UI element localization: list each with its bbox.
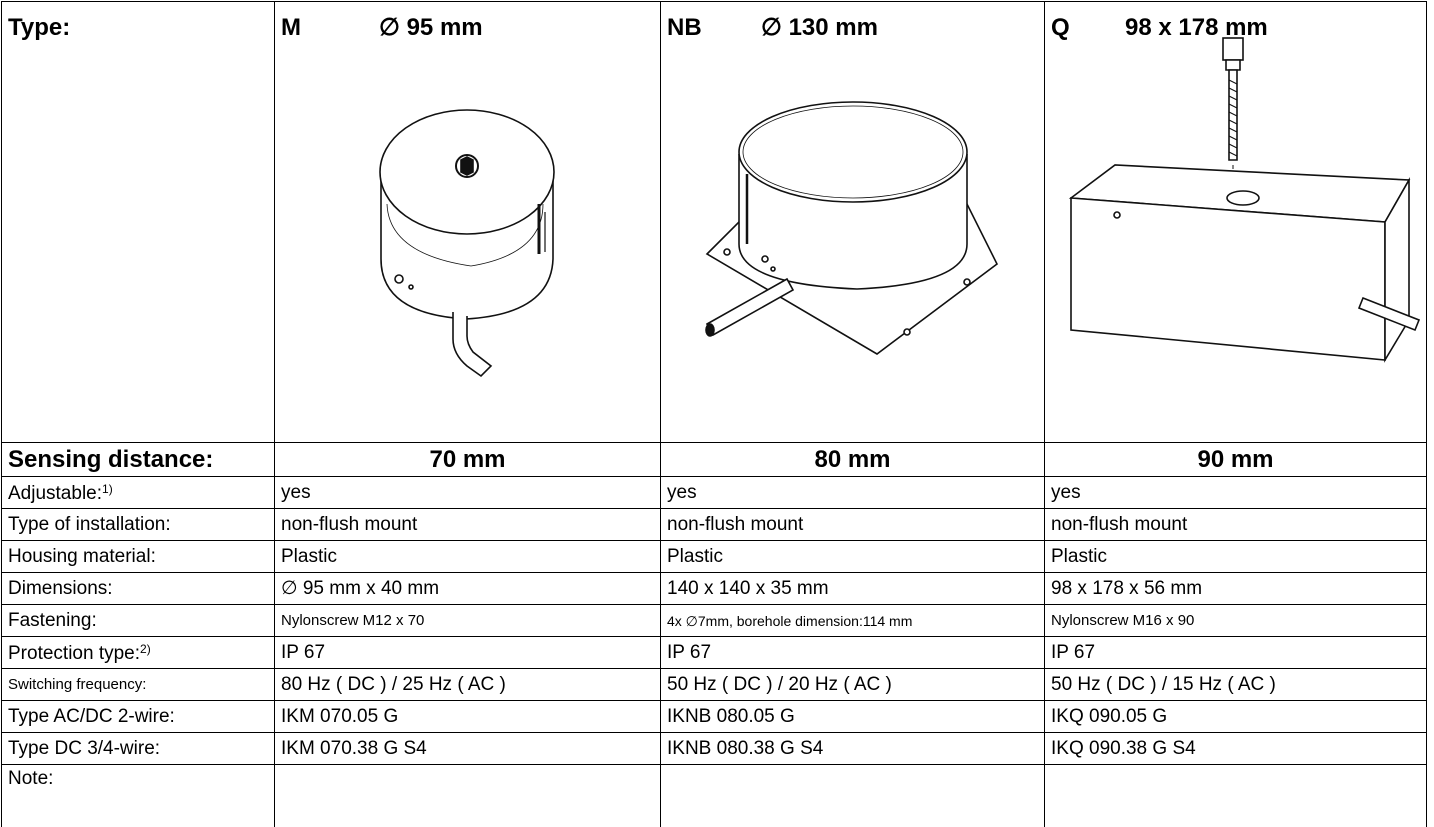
sensing-label: Sensing distance: (2, 443, 275, 477)
spec-row-type-dc: Type DC 3/4-wire: IKM 070.38 G S4 IKNB 0… (2, 733, 1427, 765)
type-dim: ∅ 95 mm (379, 16, 483, 40)
type-nb-cell: NB ∅ 130 mm (661, 2, 1045, 443)
spec-value: IKQ 090.05 G (1045, 701, 1427, 733)
type-label: Type: (8, 16, 70, 40)
type-dim: ∅ 130 mm (761, 16, 878, 40)
type-label-cell: Type: (2, 2, 275, 443)
spec-value: IKM 070.05 G (275, 701, 661, 733)
spec-value: Nylonscrew M12 x 70 (275, 605, 661, 637)
type-q-cell: Q 98 x 178 mm (1045, 2, 1427, 443)
spec-value: 50 Hz ( DC ) / 20 Hz ( AC ) (661, 669, 1045, 701)
spec-value: IP 67 (275, 637, 661, 669)
spec-value: IP 67 (1045, 637, 1427, 669)
round-sensor-m-icon (281, 54, 653, 394)
spec-value: 98 x 178 x 56 mm (1045, 573, 1427, 605)
spec-label: Type of installation: (2, 509, 275, 541)
type-code: M (281, 16, 361, 40)
spec-value: yes (1045, 477, 1427, 509)
type-m-cell: M ∅ 95 mm (275, 2, 661, 443)
spec-value: IKM 070.38 G S4 (275, 733, 661, 765)
spec-value: non-flush mount (1045, 509, 1427, 541)
type-dim: 98 x 178 mm (1125, 16, 1268, 40)
spec-value: Plastic (275, 541, 661, 573)
spec-value: yes (275, 477, 661, 509)
spec-value: non-flush mount (661, 509, 1045, 541)
round-flange-sensor-nb-icon (667, 54, 1039, 394)
sensing-distance-row: Sensing distance: 70 mm 80 mm 90 mm (2, 443, 1427, 477)
type-code: NB (667, 16, 747, 40)
spec-label: Type DC 3/4-wire: (2, 733, 275, 765)
sensing-value-q: 90 mm (1045, 443, 1427, 477)
spec-value: Plastic (1045, 541, 1427, 573)
spec-row-type-acdc: Type AC/DC 2-wire: IKM 070.05 G IKNB 080… (2, 701, 1427, 733)
spec-value: IKQ 090.38 G S4 (1045, 733, 1427, 765)
spec-label: Fastening: (2, 605, 275, 637)
spec-row-adjustable: Adjustable:1) yes yes yes (2, 477, 1427, 509)
sensing-value-m: 70 mm (275, 443, 661, 477)
spec-value: 4x ∅7mm, borehole dimension:114 mm (661, 605, 1045, 637)
spec-row-fastening: Fastening: Nylonscrew M12 x 70 4x ∅7mm, … (2, 605, 1427, 637)
note-cell (275, 765, 661, 827)
spec-label: Protection type:2) (2, 637, 275, 669)
spec-label: Dimensions: (2, 573, 275, 605)
note-cell (1045, 765, 1427, 827)
spec-label: Housing material: (2, 541, 275, 573)
spec-value: IKNB 080.38 G S4 (661, 733, 1045, 765)
spec-value: ∅ 95 mm x 40 mm (275, 573, 661, 605)
note-row: Note: (2, 765, 1427, 827)
spec-value: IP 67 (661, 637, 1045, 669)
type-row: Type: M ∅ 95 mm (2, 2, 1427, 443)
note-cell (661, 765, 1045, 827)
spec-value: Nylonscrew M16 x 90 (1045, 605, 1427, 637)
type-code: Q (1051, 16, 1111, 40)
spec-row-installation: Type of installation: non-flush mount no… (2, 509, 1427, 541)
rectangular-sensor-q-icon (1051, 30, 1421, 380)
spec-label: Adjustable:1) (2, 477, 275, 509)
note-label: Note: (2, 765, 275, 827)
spec-value: 80 Hz ( DC ) / 25 Hz ( AC ) (275, 669, 661, 701)
spec-label: Type AC/DC 2-wire: (2, 701, 275, 733)
spec-row-dimensions: Dimensions: ∅ 95 mm x 40 mm 140 x 140 x … (2, 573, 1427, 605)
spec-value: 140 x 140 x 35 mm (661, 573, 1045, 605)
spec-value: Plastic (661, 541, 1045, 573)
spec-label: Switching frequency: (2, 669, 275, 701)
spec-row-switching-frequency: Switching frequency: 80 Hz ( DC ) / 25 H… (2, 669, 1427, 701)
spec-value: 50 Hz ( DC ) / 15 Hz ( AC ) (1045, 669, 1427, 701)
sensing-value-nb: 80 mm (661, 443, 1045, 477)
spec-value: yes (661, 477, 1045, 509)
spec-value: non-flush mount (275, 509, 661, 541)
spec-value: IKNB 080.05 G (661, 701, 1045, 733)
spec-row-housing: Housing material: Plastic Plastic Plasti… (2, 541, 1427, 573)
spec-row-protection: Protection type:2) IP 67 IP 67 IP 67 (2, 637, 1427, 669)
